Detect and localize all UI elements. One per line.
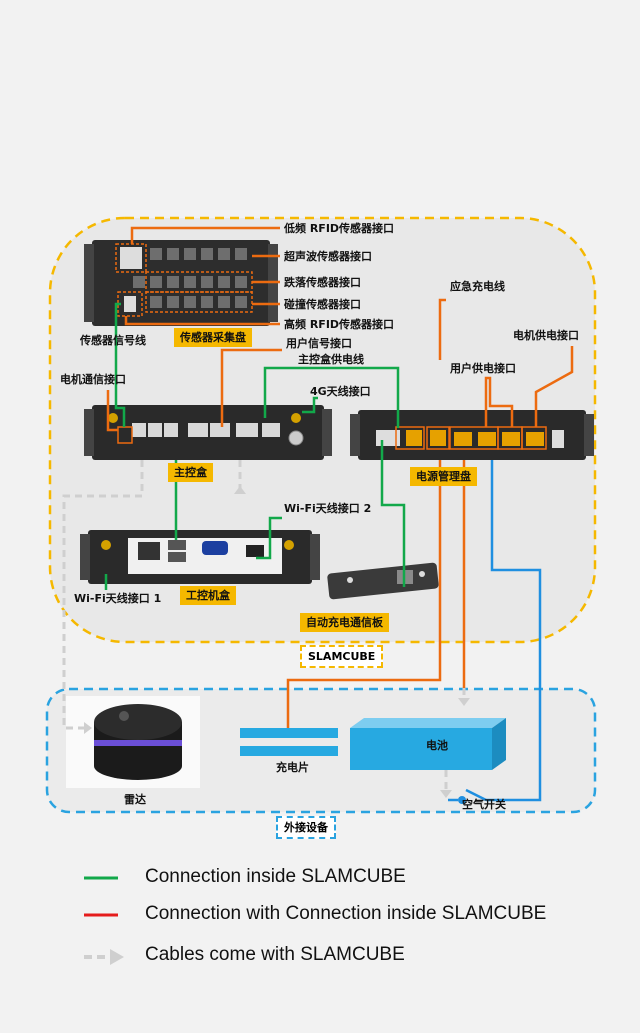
label-lidar: 雷达 (124, 793, 146, 806)
tag-charge-board: 自动充电通信板 (300, 613, 389, 632)
orange-wires (106, 226, 574, 728)
power-box-device (350, 410, 594, 460)
label-main-power-line: 主控盒供电线 (298, 353, 364, 366)
legend-inside: Connection inside SLAMCUBE (145, 866, 406, 887)
label-charge-plate: 充电片 (276, 761, 309, 774)
blue-wires (448, 460, 542, 802)
tag-slamcube: SLAMCUBE (300, 645, 384, 668)
label-collision: 碰撞传感器接口 (284, 298, 361, 311)
label-rfid-high: 高频 RFID传感器接口 (284, 318, 395, 331)
charge-board-device (327, 562, 439, 600)
label-user-power: 用户供电接口 (450, 362, 516, 375)
legend-cables: Cables come with SLAMCUBE (145, 944, 405, 965)
label-wifi1: Wi-Fi天线接口 1 (74, 592, 162, 605)
tag-ipc-box: 工控机盒 (180, 586, 236, 605)
label-wifi2: Wi-Fi天线接口 2 (284, 502, 372, 515)
tag-sensor-box: 传感器采集盘 (174, 328, 252, 347)
charge-plate-bottom (240, 746, 338, 756)
label-motor-comm: 电机通信接口 (60, 373, 126, 386)
green-wires (104, 302, 406, 590)
label-air-switch: 空气开关 (462, 798, 506, 811)
label-emergency-charge: 应急充电线 (450, 280, 505, 293)
charge-plate-top (240, 728, 338, 738)
main-box-device (84, 405, 332, 460)
label-battery: 电池 (426, 739, 448, 752)
tag-external-devices: 外接设备 (276, 816, 336, 839)
label-ultrasonic: 超声波传感器接口 (284, 250, 372, 263)
lidar-device (66, 696, 200, 788)
label-user-signal: 用户信号接口 (286, 337, 352, 350)
label-motor-power: 电机供电接口 (513, 329, 579, 342)
legend-with: Connection with Connection inside SLAMCU… (145, 903, 547, 924)
air-switch-icon (458, 796, 466, 804)
tag-power-box: 电源管理盘 (410, 467, 477, 486)
label-4g-antenna: 4G天线接口 (310, 385, 371, 398)
ipc-box-device (80, 530, 320, 584)
label-sensor-signal: 传感器信号线 (80, 334, 146, 347)
label-fall: 跌落传感器接口 (284, 276, 361, 289)
sensor-box-device (84, 240, 278, 326)
battery-device (350, 718, 506, 770)
tag-main-box: 主控盒 (168, 463, 213, 482)
label-rfid-low: 低频 RFID传感器接口 (284, 222, 395, 235)
